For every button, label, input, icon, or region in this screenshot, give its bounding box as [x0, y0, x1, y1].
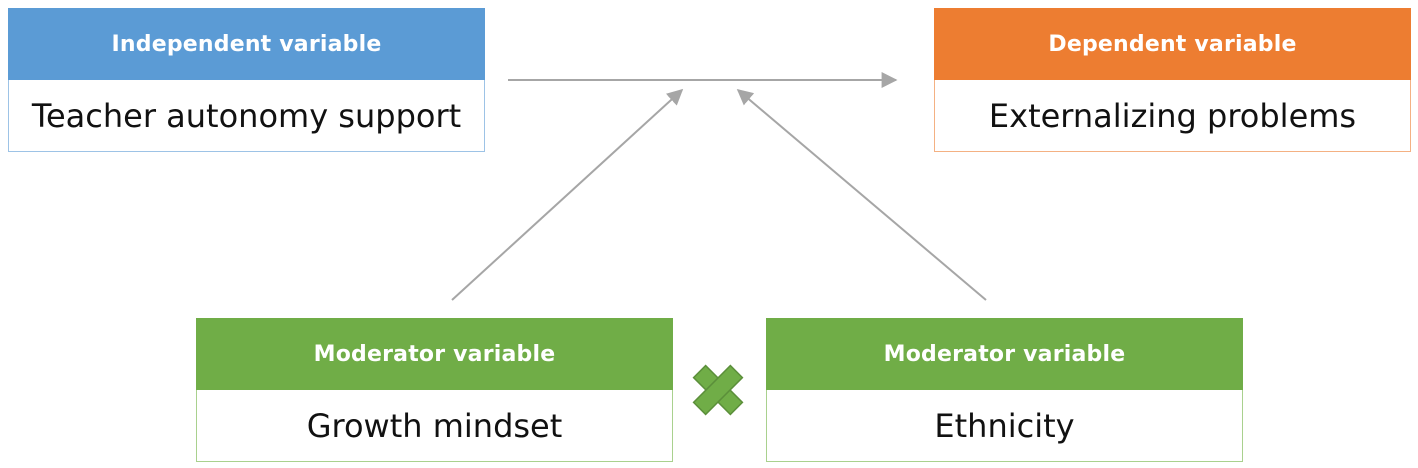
moderator-header: Moderator variable [766, 318, 1243, 390]
moderator-label: Growth mindset [196, 390, 673, 462]
moderator-header: Moderator variable [196, 318, 673, 390]
moderator-box-growth-mindset: Moderator variable Growth mindset [196, 318, 673, 462]
dependent-variable-box: Dependent variable Externalizing problem… [934, 8, 1411, 152]
dependent-variable-label: Externalizing problems [934, 80, 1411, 152]
independent-variable-box: Independent variable Teacher autonomy su… [8, 8, 485, 152]
moderator-label: Ethnicity [766, 390, 1243, 462]
moderator-arrow-growth-mindset [451, 88, 684, 301]
moderator-arrow-ethnicity [736, 88, 987, 301]
multiply-cross-icon [692, 364, 744, 416]
independent-variable-label: Teacher autonomy support [8, 80, 485, 152]
independent-variable-header: Independent variable [8, 8, 485, 80]
dependent-variable-header: Dependent variable [934, 8, 1411, 80]
moderator-box-ethnicity: Moderator variable Ethnicity [766, 318, 1243, 462]
